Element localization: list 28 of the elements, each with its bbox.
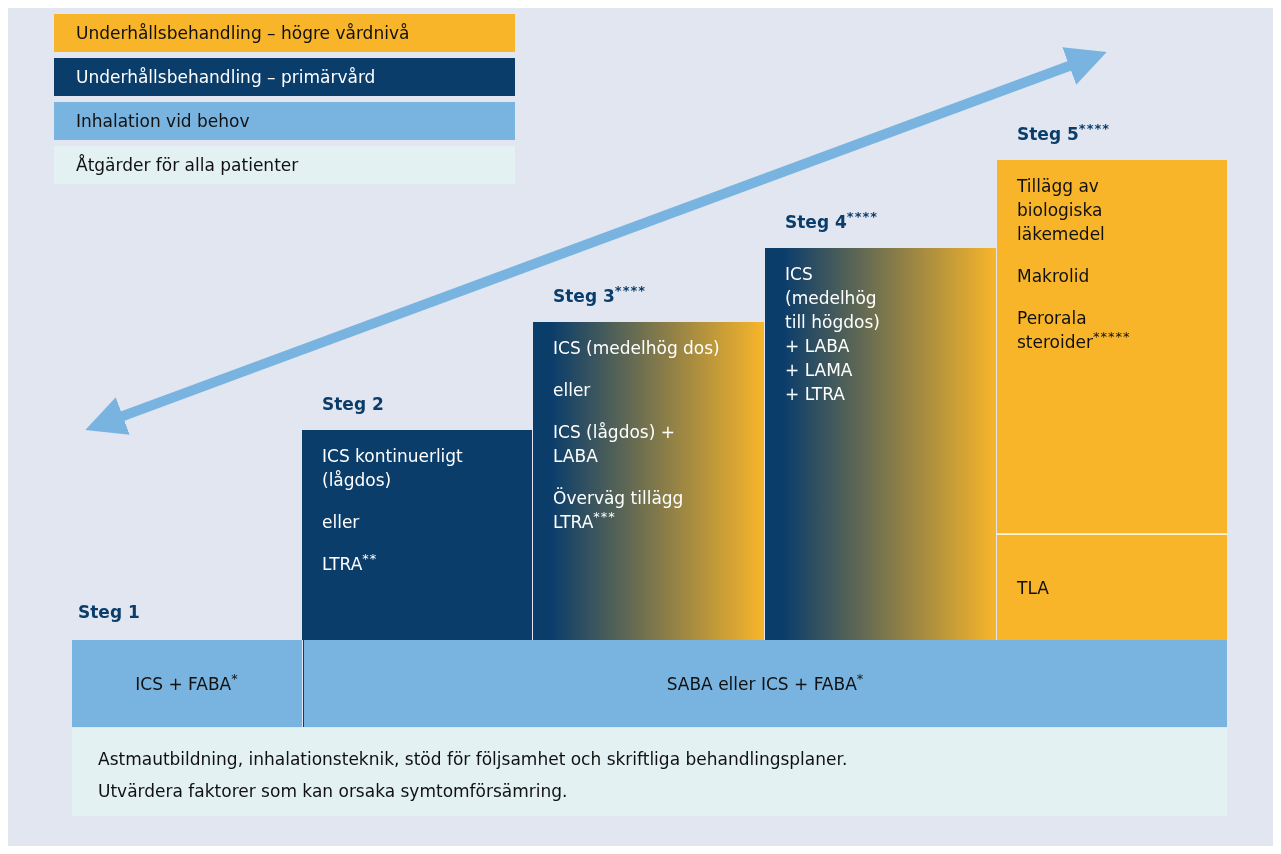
treatment-text: ICS (medelhög dos) — [553, 337, 720, 360]
treatment-text: + LABA — [785, 335, 850, 358]
step-heading: Steg 1 — [78, 602, 140, 622]
treatment-text: Astmautbildning, inhalationsteknik, stöd för följsamhet och skriftliga behandlingsplaner. — [98, 748, 848, 771]
legend-label: Inhalation vid behov — [76, 110, 250, 132]
step-heading: Steg 5$^{****}$ — [1017, 124, 1111, 144]
treatment-text: ICS (lågdos) + LABA — [553, 421, 676, 468]
treatment-text: Makrolid — [1017, 265, 1090, 288]
step-heading: Steg 3$^{****}$ — [553, 286, 647, 306]
treatment-text: LTRA$^{**}$ — [322, 552, 378, 576]
treatment-text: Tillägg av biologiska läkemedel — [1017, 175, 1106, 246]
step-heading: Steg 4$^{****}$ — [785, 212, 879, 232]
treatment-text: + LAMA — [785, 359, 853, 382]
treatment-text: ICS (medelhög till högdos) — [785, 263, 881, 334]
treatment-text: TLA — [1017, 576, 1049, 600]
treatment-text: SABA eller ICS + FABA$^{*}$ — [666, 671, 865, 696]
treatment-text: ICS kontinuerligt (lågdos) — [322, 445, 464, 492]
step-heading: Steg 2 — [322, 394, 384, 414]
treatment-text: eller — [322, 511, 360, 534]
legend-label: Underhållsbehandling – primärvård — [76, 66, 376, 88]
treatment-text: Utvärdera faktorer som kan orsaka symtomförsämring. — [98, 780, 568, 803]
treatment-text: eller — [553, 379, 591, 402]
treatment-text: Perorala steroider$^{*****}$ — [1017, 307, 1132, 354]
legend-label: Underhållsbehandling – högre vårdnivå — [76, 22, 410, 44]
treatment-text: Överväg tillägg LTRA$^{***}$ — [553, 486, 685, 534]
treatment-text: + LTRA — [785, 383, 845, 406]
treatment-text: ICS + FABA$^{*}$ — [135, 671, 239, 696]
legend-label: Åtgärder för alla patienter — [76, 154, 299, 176]
